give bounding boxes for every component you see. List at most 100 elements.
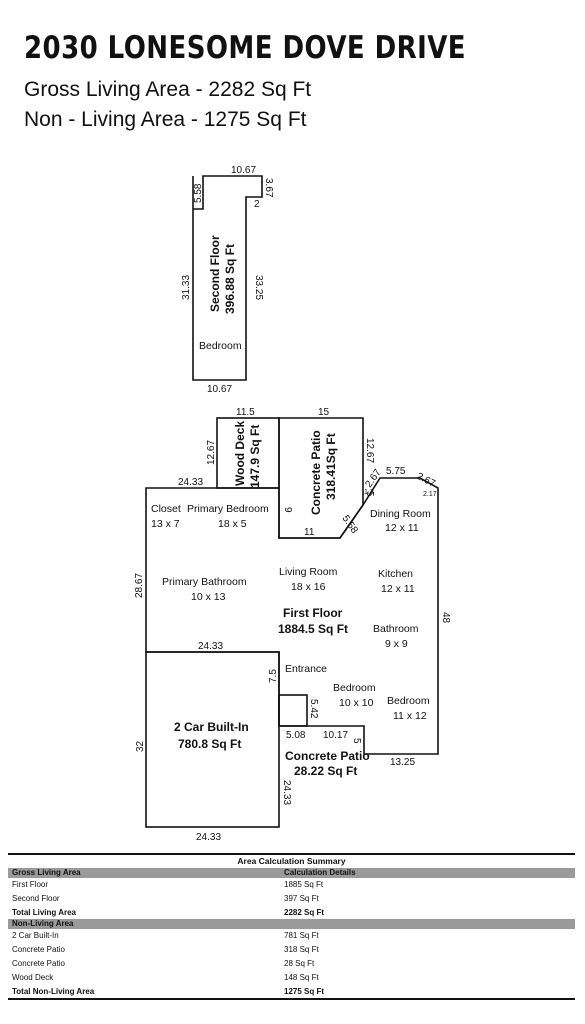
second-floor-dim-left-small: 5.58	[193, 183, 204, 203]
garage-dim-left: 32	[135, 740, 146, 752]
first-floor-dim-left: 28.67	[134, 573, 145, 598]
patio-top-dim-bottom: 11	[304, 527, 315, 538]
row-label: 2 Car Built-In	[12, 931, 59, 941]
summary-title: Area Calculation Summary	[237, 856, 346, 866]
patio-top-name: Concrete Patio	[309, 430, 323, 515]
room-kitchen-name: Kitchen	[378, 568, 413, 580]
entrance-label: Entrance	[285, 663, 327, 675]
garage-dim-bottom: 24.33	[196, 832, 221, 843]
room-living-name: Living Room	[279, 566, 338, 578]
patio-top-area: 318.41Sq Ft	[324, 433, 338, 500]
row-value: 397 Sq Ft	[284, 893, 319, 903]
row-value: 148 Sq Ft	[284, 972, 319, 982]
patio-bottom-dim-top: 10.17	[323, 730, 348, 741]
row-value: 781 Sq Ft	[284, 931, 319, 941]
area-summary-table: Area Calculation Summary Gross Living Ar…	[8, 853, 575, 1001]
patio-bottom-name: Concrete Patio	[285, 749, 370, 763]
second-floor-room: Bedroom	[199, 340, 242, 352]
row-label: Concrete Patio	[12, 945, 65, 955]
gross-living-area-line: Gross Living Area - 2282 Sq Ft	[24, 78, 312, 101]
second-floor-dim-notch: 2	[254, 199, 260, 210]
first-floor-dim-bay-top: 5.75	[386, 466, 406, 477]
wood-deck-dim-left: 12.67	[206, 440, 217, 465]
floor-plan-sketch: 10.67 5.58 3.67 2 31.33 33.25 10.67 Seco…	[134, 165, 451, 843]
first-floor-area: 1884.5 Sq Ft	[278, 622, 348, 636]
patio-top-dim-top: 15	[318, 407, 330, 418]
first-floor-dim-bay-small-left: 1.3	[364, 489, 374, 496]
row-value: 2282 Sq Ft	[284, 907, 325, 917]
room-bathroom-size: 9 x 9	[385, 638, 408, 650]
wood-deck-dim-right: 9	[282, 507, 293, 513]
room-primary-bedroom-size: 18 x 5	[218, 518, 247, 530]
first-floor-dim-bay-small-right: 2.17	[423, 491, 437, 498]
row-value: 318 Sq Ft	[284, 945, 319, 955]
row-label: Total Living Area	[12, 907, 77, 917]
room-dining-name: Dining Room	[370, 508, 431, 520]
room-bedroom-b-name: Bedroom	[387, 695, 430, 707]
first-floor-dim-entrance: 7.5	[268, 669, 279, 683]
gross-living-header: Gross Living Area Calculation Details	[8, 868, 575, 878]
table-row: Concrete Patio 28 Sq Ft	[8, 957, 575, 971]
second-floor-outline	[192, 175, 263, 381]
garage-name: 2 Car Built-In	[174, 720, 249, 734]
patio-bottom-dim-left: 5.08	[286, 730, 306, 741]
row-label: First Floor	[12, 880, 48, 889]
second-floor-area: 396.88 Sq Ft	[223, 244, 237, 314]
first-floor-dim-bottom-right: 13.25	[390, 757, 415, 768]
first-floor-dim-bay-right: 2.67	[415, 471, 438, 490]
room-kitchen-size: 12 x 11	[381, 583, 415, 595]
patio-top-dim-side: 5	[364, 491, 375, 497]
row-label: Concrete Patio	[12, 958, 65, 968]
second-floor-name: Second Floor	[208, 235, 222, 312]
garage-area: 780.8 Sq Ft	[178, 737, 241, 751]
patio-bottom-dim-right: 5	[351, 738, 362, 744]
first-floor-dim-right: 48	[440, 612, 451, 624]
table-row: Second Floor 397 Sq Ft	[8, 892, 575, 906]
room-primary-bedroom-name: Primary Bedroom	[187, 503, 269, 515]
room-primary-bathroom-name: Primary Bathroom	[162, 576, 247, 588]
room-closet-name: Closet	[151, 503, 181, 515]
table-row: Wood Deck 148 Sq Ft	[8, 971, 575, 985]
first-floor-dim-top-left: 24.33	[178, 477, 203, 488]
wood-deck-name: Wood Deck	[233, 421, 247, 486]
table-row: 2 Car Built-In 781 Sq Ft	[8, 929, 575, 943]
second-floor-dim-bottom: 10.67	[207, 384, 232, 395]
room-dining-size: 12 x 11	[385, 522, 419, 534]
row-value: 28 Sq Ft	[284, 958, 315, 968]
calc-details-header: Calculation Details	[284, 868, 356, 877]
entrance-step-outline	[278, 694, 308, 727]
patio-top-dim-right: 12.67	[364, 438, 375, 463]
table-row-total: Total Living Area 2282 Sq Ft	[8, 906, 575, 920]
table-row: First Floor 1885 Sq Ft	[8, 878, 575, 892]
table-row: Concrete Patio 318 Sq Ft	[8, 943, 575, 957]
row-value: 1275 Sq Ft	[284, 986, 325, 996]
gross-living-header-label: Gross Living Area	[12, 868, 81, 877]
first-floor-name: First Floor	[283, 606, 343, 620]
wood-deck-area: 147.9 Sq Ft	[248, 425, 262, 488]
second-floor-dim-right: 33.25	[253, 275, 264, 300]
first-floor-dim-step: 5.42	[308, 699, 319, 719]
room-living-size: 18 x 16	[291, 581, 326, 593]
non-living-header-label: Non-Living Area	[12, 919, 74, 929]
summary-top-rule	[8, 853, 575, 855]
garage-dim-right: 24.33	[281, 780, 292, 805]
room-closet-size: 13 x 7	[151, 518, 180, 530]
non-living-header: Non-Living Area	[8, 919, 575, 930]
row-value: 1885 Sq Ft	[284, 880, 324, 889]
patio-bottom-area: 28.22 Sq Ft	[294, 764, 357, 778]
second-floor-dim-right-small: 3.67	[263, 178, 274, 198]
room-bathroom-name: Bathroom	[373, 623, 419, 635]
property-address: 2030 LONESOME DOVE DRIVE	[24, 30, 467, 66]
room-primary-bathroom-size: 10 x 13	[191, 591, 226, 603]
row-label: Second Floor	[12, 893, 60, 903]
non-living-area-line: Non - Living Area - 1275 Sq Ft	[24, 108, 307, 131]
row-label: Total Non-Living Area	[12, 986, 95, 996]
wood-deck-dim-top: 11.5	[236, 407, 255, 418]
row-label: Wood Deck	[12, 972, 54, 982]
second-floor-dim-top: 10.67	[231, 165, 256, 176]
room-bedroom-a-size: 10 x 10	[339, 697, 374, 709]
patio-top-dim-diag: 5.58	[340, 513, 360, 536]
first-floor-dim-mid: 24.33	[198, 641, 223, 652]
second-floor-dim-left: 31.33	[181, 275, 192, 300]
table-row-total: Total Non-Living Area 1275 Sq Ft	[8, 985, 575, 1001]
